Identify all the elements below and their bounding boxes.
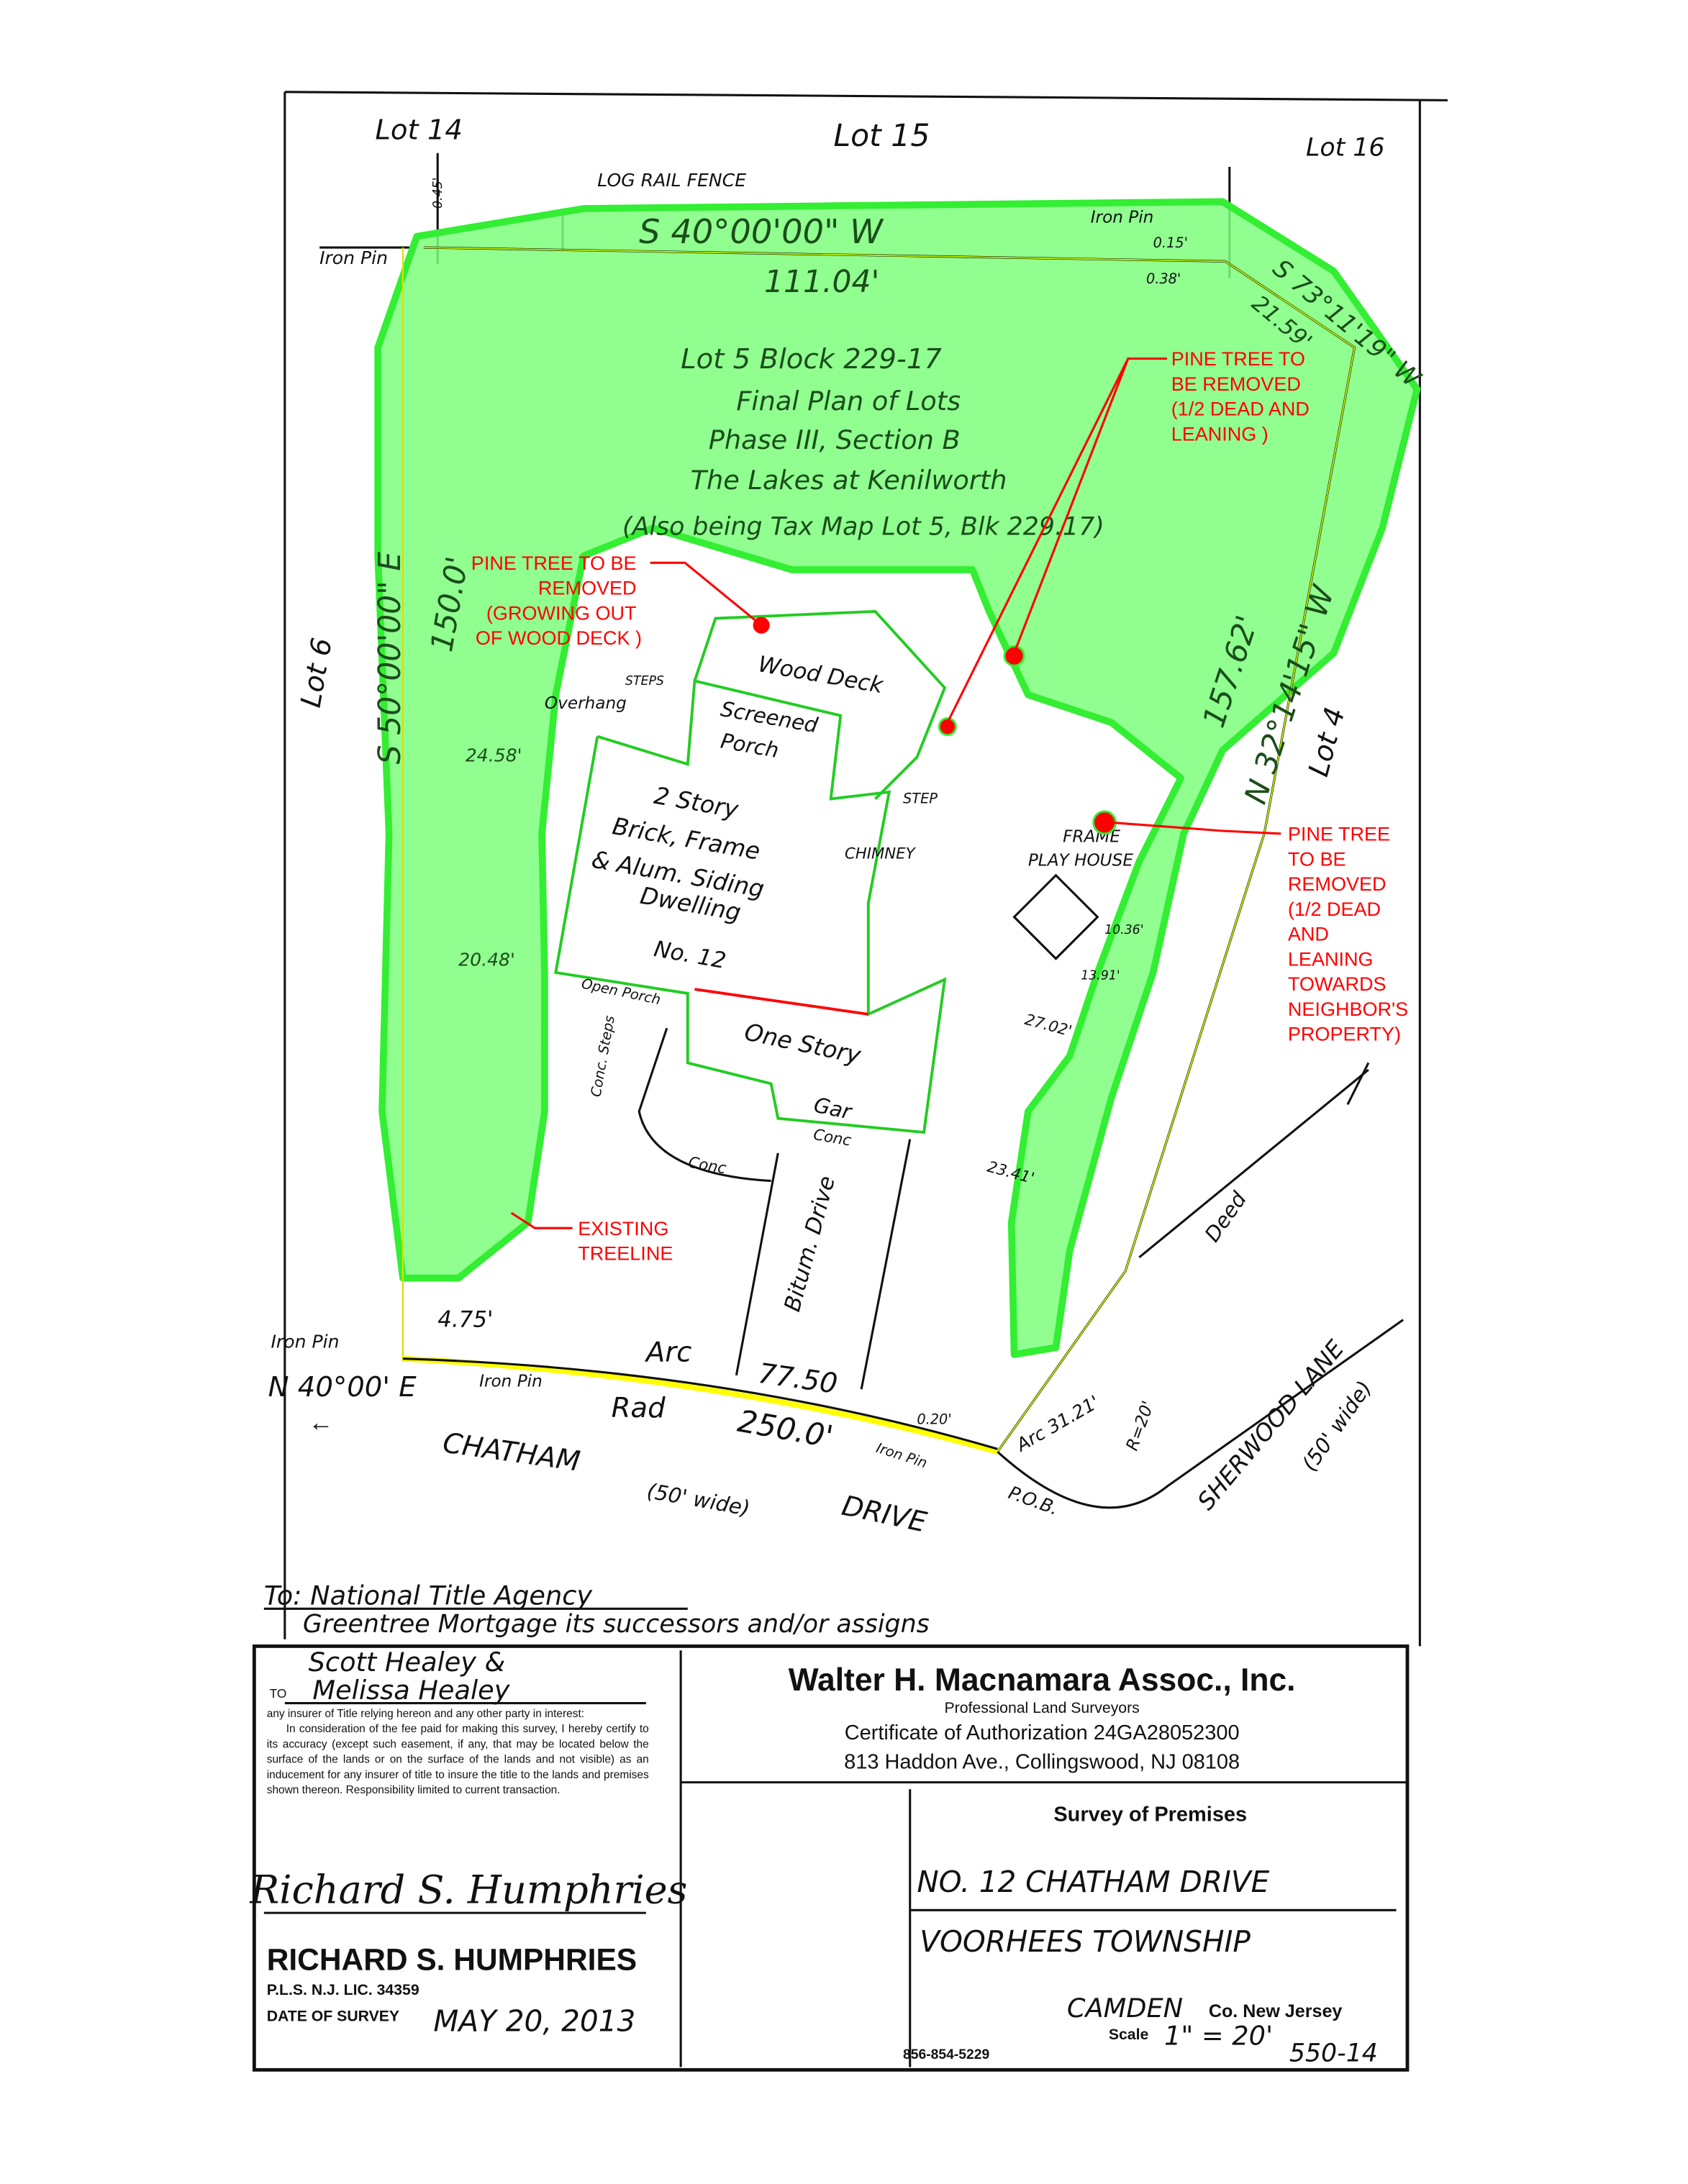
insurer-text: any insurer of Title relying hereon and … bbox=[266, 1707, 585, 1720]
north-bearing: S 40°00'00" W bbox=[639, 212, 884, 251]
offset-475: 4.75' bbox=[437, 1306, 493, 1332]
treeline-note: EXISTING TREELINE bbox=[578, 1218, 674, 1265]
pob-label: P.O.B. bbox=[1006, 1482, 1061, 1519]
offset-020: 0.20' bbox=[917, 1411, 951, 1427]
screened-porch-label-2: Porch bbox=[719, 729, 781, 763]
drawing-number: 550-14 bbox=[1289, 2039, 1378, 2068]
conc-steps-label: Conc. Steps bbox=[587, 1014, 618, 1098]
arc-length: 77.50 bbox=[756, 1357, 840, 1401]
lot-6-label: Lot 6 bbox=[295, 635, 339, 709]
deed-label: Deed bbox=[1199, 1187, 1251, 1247]
existing-treeline bbox=[374, 198, 1421, 1358]
premises-township: VOORHEES TOWNSHIP bbox=[920, 1924, 1251, 1959]
certified-to-2: Greentree Mortgage its successors and/or… bbox=[303, 1610, 930, 1639]
offset-045: 0.45' bbox=[431, 178, 445, 209]
state-label: Co. New Jersey bbox=[1209, 2001, 1343, 2021]
scale-label: Scale bbox=[1109, 2026, 1149, 2043]
iron-pin-sw: Iron Pin bbox=[271, 1331, 340, 1352]
street-width: (50' wide) bbox=[645, 1478, 752, 1521]
firm-address: 813 Haddon Ave., Collingswood, NJ 08108 bbox=[844, 1750, 1240, 1773]
west-bearing: S 50°00'00" E bbox=[373, 552, 408, 765]
north-distance: 111.04' bbox=[764, 265, 879, 300]
house-number: No. 12 bbox=[652, 936, 728, 974]
deck-tree-note: PINE TREE TO BE REMOVED (GROWING OUT OF … bbox=[471, 552, 642, 649]
iron-pin-front: Iron Pin bbox=[479, 1371, 543, 1391]
subdivision: The Lakes at Kenilworth bbox=[691, 465, 1007, 496]
premises-address: NO. 12 CHATHAM DRIVE bbox=[917, 1865, 1269, 1899]
date-label: DATE OF SURVEY bbox=[267, 2008, 399, 2025]
lot-15-label: Lot 15 bbox=[834, 119, 930, 154]
tax-map: (Also being Tax Map Lot 5, Blk 229.17) bbox=[622, 513, 1104, 542]
open-porch-label: Open Porch bbox=[580, 975, 662, 1009]
pine-tree-marker bbox=[938, 717, 957, 737]
north-tree-note: PINE TREE TO BE REMOVED (1/2 DEAD AND LE… bbox=[1171, 348, 1315, 445]
page-frame bbox=[283, 91, 1448, 1647]
certification-statement: In consideration of the fee paid for mak… bbox=[266, 1722, 649, 1796]
rad-label: Rad bbox=[612, 1392, 666, 1424]
property-boundary bbox=[401, 246, 1405, 1509]
dwelling-outline bbox=[554, 609, 1099, 1390]
overhang-label: Overhang bbox=[545, 693, 627, 713]
premises-county: CAMDEN bbox=[1067, 1993, 1183, 2024]
lot-block: Lot 5 Block 229-17 bbox=[681, 343, 942, 376]
chimney-label: CHIMNEY bbox=[845, 845, 917, 863]
arc2-label: Arc 31.21' bbox=[1012, 1391, 1103, 1456]
iron-pin-label: Iron Pin bbox=[319, 247, 388, 268]
survey-title: Survey of Premises bbox=[1053, 1803, 1247, 1826]
signature: Richard S. Humphries bbox=[250, 1867, 688, 1913]
lot-14-label: Lot 14 bbox=[375, 114, 463, 146]
n40-bearing: N 40°00' E bbox=[268, 1371, 417, 1403]
sherwood-curve bbox=[997, 1319, 1405, 1509]
title-block: To: National Title Agency Greentree Mort… bbox=[250, 1580, 1410, 2072]
firm-certificate: Certificate of Authorization 24GA2805230… bbox=[845, 1721, 1240, 1744]
surveyor-name: RICHARD S. HUMPHRIES bbox=[267, 1942, 637, 1976]
dist-2702: 27.02' bbox=[1022, 1011, 1074, 1040]
offset-015: 0.15' bbox=[1153, 235, 1188, 251]
firm-subtitle: Professional Land Surveyors bbox=[945, 1700, 1140, 1716]
lot-16-label: Lot 16 bbox=[1306, 134, 1385, 163]
final-plan: Final Plan of Lots bbox=[736, 386, 961, 417]
drive-label: Bitum. Drive bbox=[779, 1173, 840, 1314]
arc-label: Arc bbox=[644, 1337, 692, 1369]
one-story-label: One Story bbox=[742, 1018, 863, 1069]
phase: Phase III, Section B bbox=[709, 424, 961, 455]
conc-walk-label: Conc bbox=[687, 1154, 728, 1178]
license-number: P.L.S. N.J. LIC. 34359 bbox=[267, 1982, 419, 1998]
tree-removal-annotations: PINE TREE TO BE REMOVED (GROWING OUT OF … bbox=[471, 348, 1414, 1265]
fence-label: LOG RAIL FENCE bbox=[597, 170, 746, 191]
iron-pin-se: Iron Pin bbox=[874, 1439, 930, 1471]
survey-date: MAY 20, 2013 bbox=[433, 2003, 635, 2038]
conc-label: Conc bbox=[812, 1126, 853, 1150]
arrow-left-icon: ← bbox=[309, 1409, 334, 1437]
east-tree-note: PINE TREE TO BE REMOVED (1/2 DEAD AND LE… bbox=[1288, 824, 1414, 1045]
dist-1391: 13.91' bbox=[1081, 969, 1120, 983]
dwelling-label-1: 2 Story bbox=[652, 782, 740, 824]
dist-2048: 20.48' bbox=[458, 949, 515, 970]
street-label: CHATHAM bbox=[441, 1427, 582, 1478]
owners-2: Melissa Healey bbox=[312, 1675, 510, 1706]
owners-1: Scott Healey & bbox=[309, 1647, 506, 1678]
offset-038: 0.38' bbox=[1146, 270, 1181, 287]
iron-pin-label-ne: Iron Pin bbox=[1091, 207, 1154, 227]
step-label: STEP bbox=[903, 790, 938, 806]
lot-4-label: Lot 4 bbox=[1302, 704, 1352, 780]
certified-to-1: To: National Title Agency bbox=[264, 1580, 593, 1611]
playhouse-label-2: PLAY HOUSE bbox=[1028, 850, 1133, 870]
firm-phone: 856-854-5229 bbox=[903, 2047, 989, 2062]
garage-label: Gar bbox=[812, 1093, 855, 1125]
to-label: TO bbox=[270, 1686, 287, 1701]
firm-name: Walter H. Macnamara Assoc., Inc. bbox=[789, 1662, 1296, 1698]
dist-2458: 24.58' bbox=[466, 745, 522, 765]
scale-value: 1" = 20' bbox=[1164, 2021, 1273, 2052]
pine-tree-north-marker bbox=[1003, 645, 1025, 667]
front-arc bbox=[402, 1355, 999, 1455]
dist-1036: 10.36' bbox=[1104, 923, 1143, 937]
wood-deck-label: Wood Deck bbox=[756, 651, 886, 699]
radius-20: R=20' bbox=[1122, 1398, 1158, 1453]
steps-label: STEPS bbox=[625, 674, 664, 688]
street-label-2: DRIVE bbox=[839, 1490, 930, 1539]
